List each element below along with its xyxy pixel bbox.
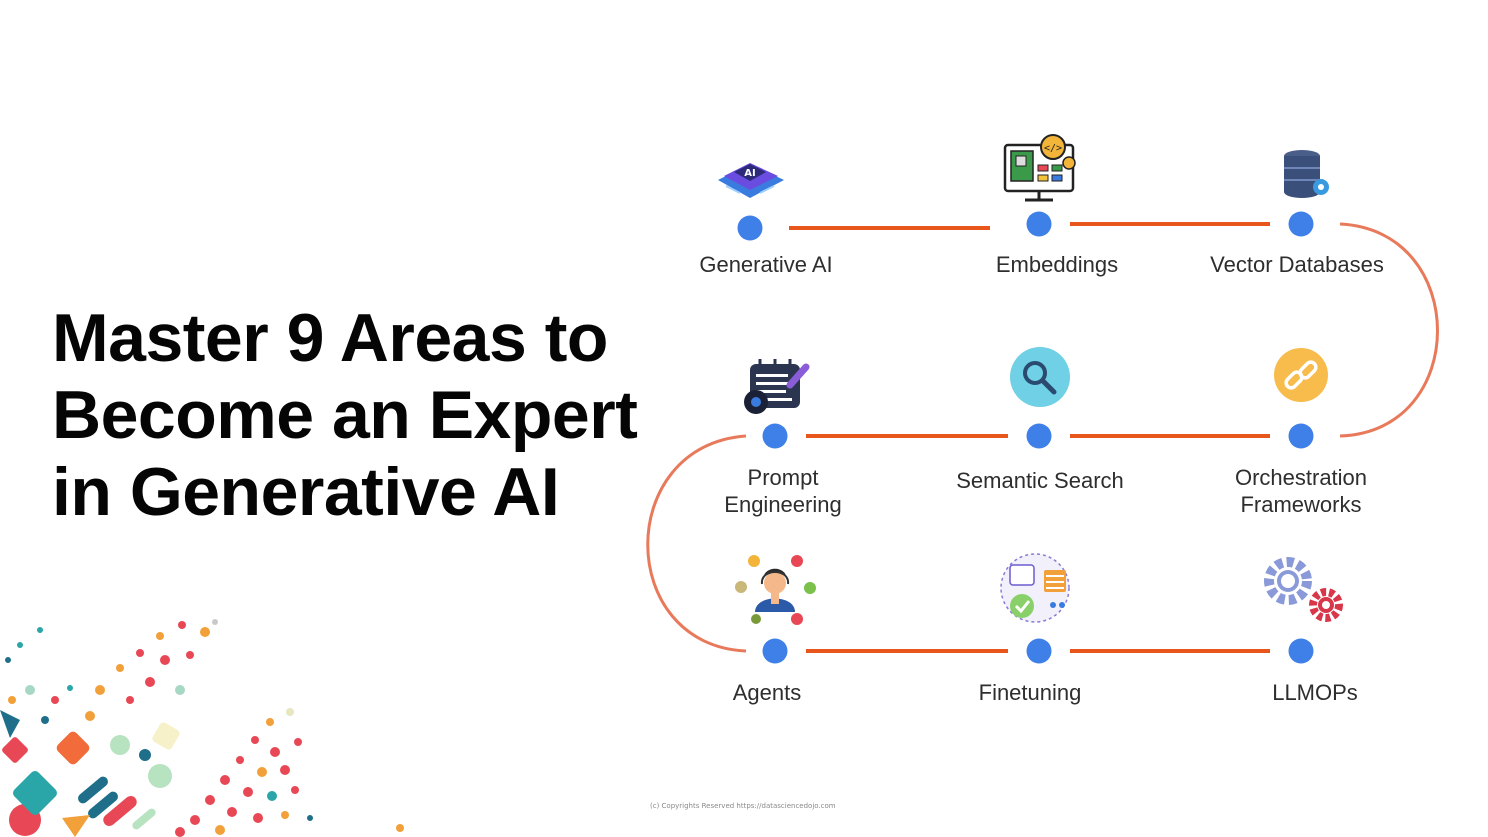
node-orchestration-frameworks — [1288, 423, 1314, 449]
title-line-1: Master 9 Areas to — [52, 300, 608, 376]
database-gear-icon — [1284, 150, 1329, 198]
svg-text:AI: AI — [744, 168, 755, 179]
gears-icon — [1264, 557, 1343, 622]
decorative-confetti — [0, 619, 404, 837]
label-vector-databases: Vector Databases — [1192, 251, 1402, 278]
label-line: Agents — [732, 680, 802, 705]
label-line: Frameworks — [1240, 492, 1362, 517]
label-agents: Agents — [667, 679, 867, 706]
connector-curve-right — [1339, 222, 1439, 438]
node-llmops — [1288, 638, 1314, 664]
label-line: LLMOPs — [1272, 680, 1358, 705]
label-generative-ai: Generative AI — [666, 251, 866, 278]
confetti-dots — [5, 619, 404, 837]
label-line: Finetuning — [978, 680, 1082, 705]
svg-text:</>: </> — [1044, 143, 1062, 154]
notepad-pen-icon — [744, 359, 810, 414]
page-title: Master 9 Areas to Become an Expert in Ge… — [52, 300, 652, 531]
label-line: Vector Databases — [1210, 252, 1384, 277]
magnifier-icon — [1010, 347, 1070, 407]
connector-curve-left — [646, 434, 747, 653]
label-line: Orchestration — [1234, 465, 1368, 490]
label-orchestration-frameworks: Orchestration Frameworks — [1196, 464, 1406, 518]
label-line: Semantic Search — [956, 468, 1124, 493]
label-semantic-search: Semantic Search — [930, 467, 1150, 494]
label-line: Generative AI — [699, 252, 833, 277]
copyright-notice: (c) Copyrights Reserved https://datascie… — [650, 802, 836, 810]
title-line-3: in Generative AI — [52, 454, 560, 530]
ai-chip-icon: AI — [718, 163, 784, 198]
node-semantic-search — [1026, 423, 1052, 449]
label-line: Embeddings — [995, 252, 1119, 277]
label-line: Prompt — [747, 465, 819, 490]
label-finetuning: Finetuning — [930, 679, 1130, 706]
label-embeddings: Embeddings — [957, 251, 1157, 278]
label-llmops: LLMOPs — [1215, 679, 1415, 706]
label-line: Engineering — [724, 492, 842, 517]
title-line-2: Become an Expert — [52, 377, 638, 453]
tuning-check-icon — [1000, 553, 1070, 623]
node-embeddings — [1026, 211, 1052, 237]
confetti-shapes — [0, 710, 180, 837]
support-agent-icon — [735, 555, 816, 625]
label-prompt-engineering: Prompt Engineering — [683, 464, 883, 518]
node-finetuning — [1026, 638, 1052, 664]
node-vector-databases — [1288, 211, 1314, 237]
chain-link-icon — [1274, 348, 1328, 402]
computer-code-icon: </> — [1003, 134, 1076, 202]
node-agents — [762, 638, 788, 664]
node-prompt-engineering — [762, 423, 788, 449]
node-generative-ai — [737, 215, 763, 241]
